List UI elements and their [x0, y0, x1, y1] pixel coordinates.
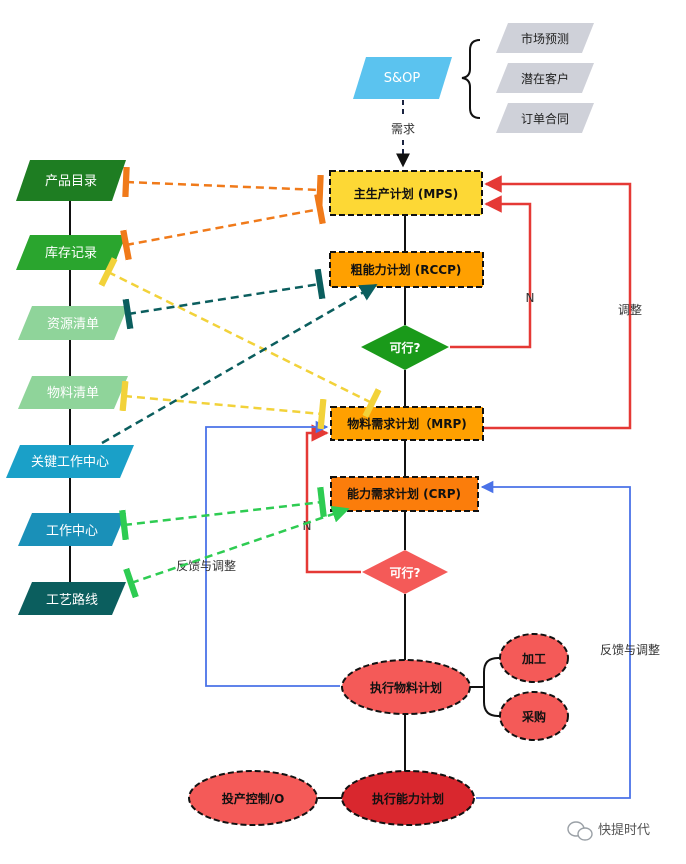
exec-capacity-ellipse: [341, 770, 475, 826]
feasible2-label: 可行?: [390, 565, 421, 580]
wechat-icon: [567, 821, 593, 841]
input-routing-label: 工艺路线: [46, 592, 98, 608]
input-key-work-center-label: 关键工作中心: [31, 455, 109, 470]
exec-branch-connector: [470, 657, 500, 717]
crp-box: [330, 476, 479, 512]
input-routing-shape: [18, 582, 126, 615]
source-potential-customers-shape: [496, 63, 594, 93]
feasible1-no-label: N: [526, 291, 535, 305]
sources-brace: [461, 39, 481, 119]
process-ellipse: [499, 633, 569, 683]
input-product-catalog-shape: [16, 160, 126, 201]
sop-label: S&OP: [384, 71, 421, 86]
input-resource-list-label: 资源清单: [47, 317, 99, 332]
input-work-center-shape: [18, 513, 126, 546]
feasible1-diamond: [361, 325, 449, 370]
rccp-label: 粗能力计划 (RCCP): [351, 262, 462, 277]
exec-capacity-label: 执行能力计划: [372, 791, 444, 806]
input-inventory-records-label: 库存记录: [45, 245, 97, 261]
source-market-forecast-shape: [496, 23, 594, 53]
bom-mrp-connector: [119, 380, 327, 430]
mrp-label: 物料需求计划（MRP): [347, 416, 466, 431]
feasible2-diamond: [362, 550, 448, 594]
inventory-mps-connector: [120, 193, 326, 261]
mps-label: 主生产计划 (MPS): [354, 186, 459, 201]
adjust-label: 调整: [618, 302, 642, 317]
feedback-left-line: [205, 420, 340, 687]
feasible1-no-loop: [450, 195, 532, 349]
input-work-center-label: 工作中心: [46, 524, 98, 539]
input-product-catalog-label: 产品目录: [45, 174, 97, 189]
io-control-label: 投产控制/O: [222, 791, 285, 806]
exec-material-ellipse: [341, 659, 471, 715]
purchase-label: 采购: [521, 709, 546, 724]
process-label: 加工: [521, 651, 546, 666]
source-order-contracts-label: 订单合同: [521, 111, 569, 126]
catalog-mps-connector: [122, 166, 324, 206]
source-market-forecast-label: 市场预测: [521, 31, 569, 46]
input-bom-label: 物料清单: [47, 386, 99, 401]
source-potential-customers-label: 潜在客户: [521, 71, 569, 86]
source-order-contracts-shape: [496, 103, 594, 133]
workcenter-crp-connector: [119, 486, 327, 541]
input-key-work-center-shape: [6, 445, 134, 478]
resource-rccp-connector: [122, 268, 326, 330]
purchase-ellipse: [499, 691, 569, 741]
inventory-mrp-connector: [98, 257, 382, 418]
feedback-right-line: [476, 480, 631, 799]
watermark-text: 快提时代: [598, 822, 650, 838]
mps-box: [329, 170, 483, 216]
crp-label: 能力需求计划 (CRP): [347, 486, 461, 501]
mrp-adjust-loop: [484, 175, 632, 430]
input-inventory-records-shape: [16, 235, 126, 270]
sop-parallelogram: [353, 57, 452, 99]
io-control-ellipse: [188, 770, 318, 826]
exec-material-label: 执行物料计划: [370, 680, 442, 695]
demand-label: 需求: [391, 122, 415, 136]
feasible1-label: 可行?: [390, 340, 421, 355]
feedback-right-label: 反馈与调整: [600, 642, 660, 657]
keycenter-rccp-connector: [101, 283, 378, 445]
